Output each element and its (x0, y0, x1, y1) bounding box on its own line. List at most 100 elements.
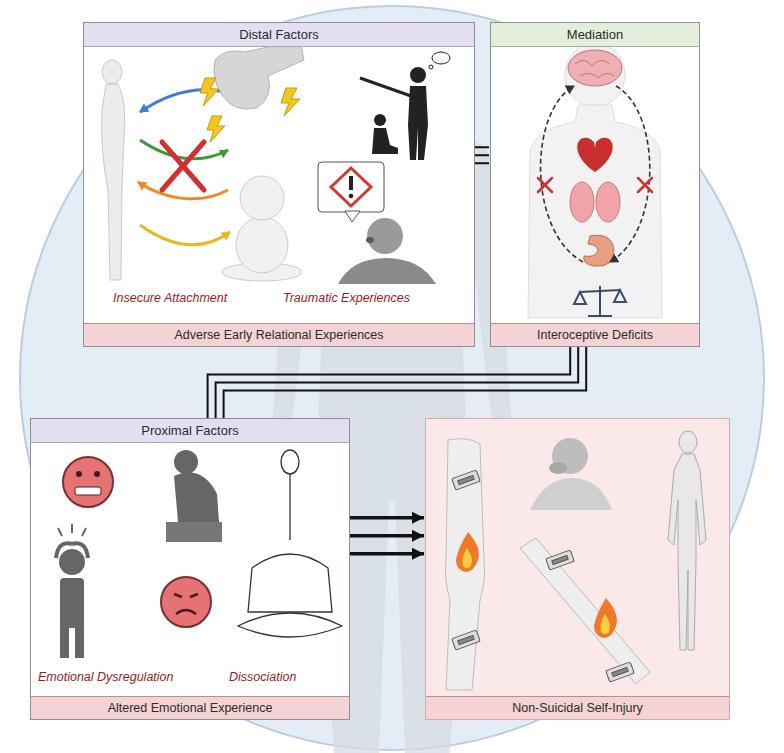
connector-line (224, 347, 587, 418)
razor-blade (452, 470, 481, 490)
panel-box: MediationInteroceptive Deficits (490, 22, 700, 347)
hunched-figure (174, 473, 219, 522)
razor-blade (452, 470, 481, 490)
body-outline (528, 43, 662, 318)
razor-blade (458, 635, 474, 644)
hazard-bubble (331, 168, 371, 206)
header-fill (30, 418, 350, 443)
razor-blade (458, 475, 474, 484)
leg (446, 439, 485, 690)
teacher-figure (360, 78, 411, 96)
anxious-face (76, 471, 82, 477)
panel-footer: Adverse Early Relational Experiences (84, 323, 474, 346)
factor-label: Dissociation (229, 670, 296, 684)
header-fill (30, 22, 700, 443)
crying-person (530, 478, 612, 510)
baby (236, 217, 288, 273)
kneeling-child (372, 128, 398, 154)
stressed-figure (60, 578, 84, 628)
body-outline (565, 43, 625, 107)
dashed-arrows (541, 86, 583, 262)
shouting-person (367, 218, 403, 254)
panel-fill (83, 22, 475, 347)
panel-fill (30, 22, 730, 720)
lightning (200, 78, 300, 142)
triple-connector (208, 347, 587, 418)
stressed-figure (75, 626, 84, 658)
red-cross (538, 178, 552, 192)
hazard-bubble (349, 176, 353, 190)
red-cross (538, 178, 652, 192)
panel-box: Non-Suicidal Self-Injury (425, 418, 730, 720)
lightning (200, 78, 219, 106)
dissociated-figure (238, 450, 342, 637)
crying-person (549, 462, 567, 474)
red-cross (162, 142, 204, 190)
standing-figure (102, 84, 125, 280)
lungs (570, 182, 620, 222)
arm (520, 538, 650, 684)
stressed-figure (56, 524, 88, 658)
red-cross (162, 142, 204, 190)
shouting-person (338, 258, 436, 284)
teacher-figure (432, 52, 450, 64)
dashed-arrows (610, 86, 650, 262)
red-cross (638, 178, 652, 192)
razor-blade (546, 550, 575, 570)
stressed-figure (58, 524, 86, 536)
connector-line (350, 534, 424, 538)
connector-line (475, 162, 489, 164)
dissociated-figure (289, 474, 290, 540)
kneeling-child (374, 114, 386, 126)
razor-blade (606, 662, 635, 682)
kneeling-child (372, 114, 398, 154)
sad-face (161, 577, 211, 627)
panel-header: Proximal Factors (31, 419, 349, 443)
heart (577, 138, 613, 172)
flame (594, 598, 617, 638)
connector-line (475, 146, 489, 148)
attachment-arrows (140, 140, 228, 159)
connector-line (350, 552, 424, 556)
lungs (596, 182, 620, 222)
sad-face (176, 610, 196, 614)
attachment-arrows (138, 90, 230, 245)
attachment-arrows (138, 182, 228, 199)
connector-line (350, 516, 424, 520)
dissociated-figure (248, 554, 332, 612)
scale-icon (574, 286, 626, 316)
thin-figure (668, 431, 706, 650)
panel-fill (425, 418, 730, 720)
lightning (207, 116, 225, 142)
razor-blade (612, 667, 628, 676)
panel-header: Mediation (491, 23, 699, 47)
red-cross (638, 178, 652, 192)
lungs (570, 182, 594, 222)
stomach (584, 235, 614, 266)
scale-icon (614, 290, 626, 302)
dissociated-figure (281, 450, 299, 474)
header-fill (83, 22, 475, 47)
factor-label: Emotional Dysregulation (38, 670, 174, 684)
panel-footer: Interoceptive Deficits (491, 323, 699, 346)
stressed-figure (60, 626, 69, 658)
header-fill (490, 22, 700, 47)
red-cross (538, 178, 552, 192)
hunched-figure (166, 522, 222, 542)
scale-icon (580, 290, 620, 292)
baby (222, 176, 302, 281)
panel-footer: Altered Emotional Experience (31, 696, 349, 719)
brain (575, 60, 614, 78)
factor-label: Traumatic Experiences (283, 291, 410, 305)
crying-person (530, 438, 612, 510)
standing-figure (102, 60, 125, 280)
leg (446, 439, 485, 690)
flame (456, 532, 479, 572)
hazard-bubble (318, 162, 384, 212)
panel-footer: Non-Suicidal Self-Injury (426, 696, 729, 719)
scale-icon (574, 292, 586, 304)
anxious-face (94, 471, 100, 477)
arm (520, 538, 650, 684)
razor-blade (552, 555, 568, 564)
